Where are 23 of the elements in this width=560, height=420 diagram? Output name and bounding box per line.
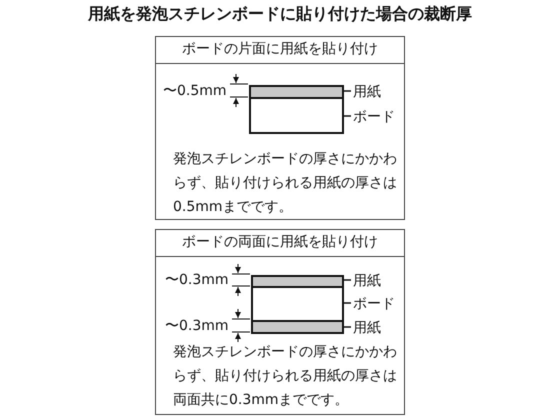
panel: [155, 229, 405, 415]
layer-label: 用紙: [353, 319, 413, 337]
panel: [155, 36, 405, 220]
leader-line: [343, 279, 351, 281]
panel-heading: ボードの片面に用紙を貼り付け: [181, 40, 379, 58]
layer-label: 用紙: [353, 272, 413, 290]
leader-line: [343, 326, 351, 328]
board-layer: [249, 97, 344, 134]
layer-label: ボード: [353, 295, 413, 313]
layer-label: ボード: [353, 108, 413, 126]
leader-line: [343, 115, 351, 117]
paper-layer: [251, 320, 344, 334]
dimension-label: 〜0.3mm: [165, 271, 229, 289]
title: 用紙を発泡スチレンボードに貼り付けた場合の裁断厚: [86, 4, 473, 24]
board-layer: [251, 286, 344, 322]
description-text: 発泡スチレンボードの厚さにかかわらず、貼り付けられる用紙の厚さは0.5mmまでです。: [173, 150, 398, 217]
layer-label: 用紙: [353, 83, 413, 101]
leader-line: [343, 90, 351, 92]
panel-heading: ボードの両面に用紙を貼り付け: [181, 233, 379, 251]
leader-line: [343, 302, 351, 304]
dimension-label: 〜0.3mm: [165, 316, 229, 334]
description-text: 発泡スチレンボードの厚さにかかわらず、貼り付けられる用紙の厚さは両面共に0.3mmまでです。: [173, 343, 398, 410]
dimension-label: 〜0.5mm: [163, 82, 227, 100]
